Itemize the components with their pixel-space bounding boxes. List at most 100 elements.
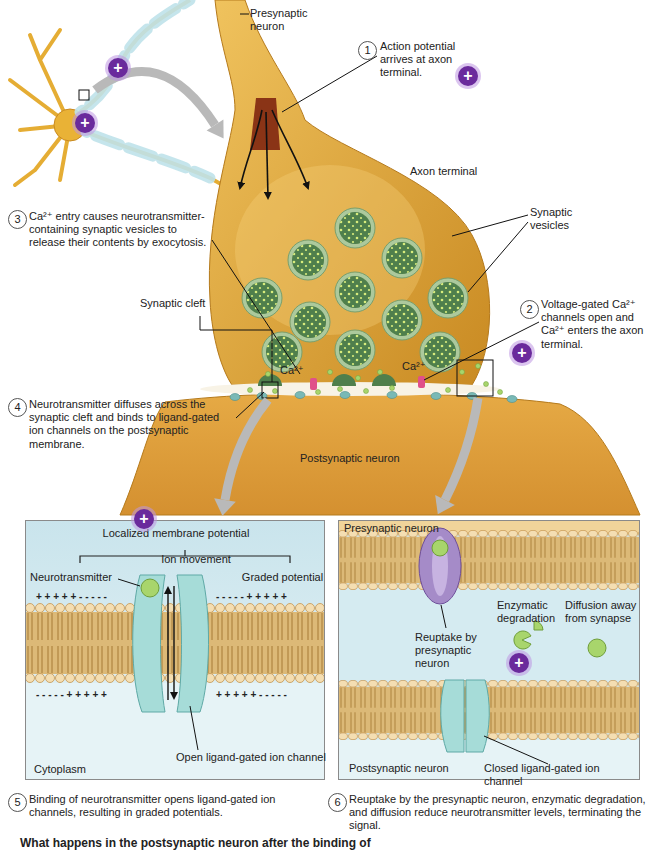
axon-cutaway: [250, 98, 280, 150]
neurotransmitter: [141, 579, 159, 597]
part-label: Reuptake by presynaptic neuron: [415, 631, 487, 671]
callout-text: Action potential arrives at axon termina…: [380, 40, 466, 80]
callout-text: Voltage-gated Ca²⁺ channels open and Ca²…: [541, 298, 649, 351]
cleft-bracket: [200, 316, 272, 344]
part-label: Synaptic vesicles: [530, 206, 590, 232]
part-label: Axon terminal: [410, 165, 500, 178]
calcium-channel: [310, 378, 317, 390]
synaptic-vesicle: [382, 300, 422, 340]
ion-channel-half: [133, 575, 165, 712]
charge-marker: +: [134, 509, 154, 529]
charge-row: - - - - - + + + + +: [36, 689, 107, 701]
neurotransmitter: [356, 376, 361, 381]
part-label: Presynaptic neuron: [344, 522, 464, 535]
zoom-box: [457, 360, 493, 396]
callout-text: Ca²⁺ entry causes neurotransmitter-conta…: [29, 210, 211, 250]
neurotransmitter: [476, 364, 481, 369]
panel-box: Presynaptic neuronReuptake by presynapti…: [338, 520, 640, 780]
leader-line: [236, 392, 264, 418]
neurotransmitter: [266, 372, 271, 377]
neurotransmitter: [432, 540, 448, 556]
ion-label: Ca²⁺: [402, 360, 442, 373]
neurotransmitter: [248, 388, 253, 393]
synaptic-vesicle: [428, 278, 468, 318]
charge-marker: +: [512, 343, 532, 363]
leader-line: [240, 14, 249, 15]
callout-number: 3: [8, 210, 27, 229]
presynaptic-terminal: [209, 0, 489, 385]
zoom-arrowhead: [214, 498, 236, 516]
degraded-neurotransmitter: [514, 631, 531, 649]
leader-line: [441, 605, 446, 628]
receptor: [340, 392, 350, 399]
open-channel-panel-art: [25, 520, 325, 780]
part-label: Presynaptic neuron: [250, 7, 312, 33]
zoom-arrow: [445, 398, 478, 500]
part-label: Enzymatic degradation: [497, 599, 569, 625]
leader-line: [282, 56, 377, 112]
ion-channel-half: [441, 680, 464, 752]
callout-number: 6: [328, 793, 347, 812]
receptor: [507, 396, 517, 403]
charge-marker: +: [75, 113, 95, 133]
receptor: [230, 394, 240, 401]
calcium-channel: [418, 376, 425, 388]
part-label: Ion movement: [156, 553, 236, 566]
neurotransmitter: [390, 386, 395, 391]
zoom-box: [262, 382, 278, 398]
zoom-box: [79, 90, 89, 100]
synaptic-vesicle: [335, 330, 375, 370]
leader-line: [118, 579, 140, 586]
charge-row: + + + + + - - - - -: [216, 689, 287, 701]
callout-text: Binding of neurotransmitter opens ligand…: [29, 793, 321, 819]
neurotransmitter: [364, 389, 369, 394]
zoom-arrow: [95, 71, 215, 125]
leader-lines: [200, 14, 539, 418]
charge-row: + + + + + - - - - -: [36, 591, 107, 603]
neurotransmitter: [498, 390, 503, 395]
leader-line: [272, 344, 273, 382]
callout-number: 5: [8, 793, 27, 812]
synaptic-vesicle: [290, 302, 330, 342]
myelin-sheath: [86, 132, 210, 178]
signal-arrow: [240, 110, 262, 188]
leader-line: [190, 706, 198, 750]
lipid-bilayer: [25, 603, 325, 683]
part-label: Neurotransmitter: [30, 571, 122, 584]
neurotransmitter-group: [248, 364, 503, 395]
zoom-arrowhead: [207, 120, 224, 139]
termination-panel-art: [338, 520, 640, 780]
fusing-vesicle: [258, 374, 396, 386]
ion-label: Ca²⁺: [280, 364, 320, 377]
panel-background: [25, 520, 325, 780]
callout-number: 1: [358, 41, 377, 60]
neurotransmitter: [338, 387, 343, 392]
dendrite: [10, 30, 70, 185]
synaptic-vesicle: [420, 332, 460, 372]
charge-row: - - - - - + + + + +: [216, 591, 287, 603]
part-label: Open ligand-gated ion channel: [176, 751, 326, 764]
charge-marker: +: [108, 58, 128, 78]
signal-arrow: [266, 112, 268, 198]
membrane: [25, 603, 325, 683]
ion-arrow: [167, 588, 168, 700]
synaptic-vesicle: [242, 278, 282, 318]
receptor: [387, 392, 397, 399]
ion-channel-half: [466, 680, 489, 752]
zoom-arrow: [225, 400, 268, 500]
synaptic-vesicle: [335, 208, 375, 248]
part-label: Cytoplasm: [34, 763, 114, 776]
ion-arrow: [173, 586, 174, 698]
leader-line: [484, 736, 548, 764]
panel-box: Localized membrane potentialNeurotransmi…: [25, 520, 325, 780]
part-label: Postsynaptic neuron: [300, 452, 430, 465]
transporter-pore: [432, 536, 448, 596]
synaptic-vesicle: [335, 272, 375, 312]
lipid-bilayer: [338, 530, 640, 590]
reuptake-transporter: [419, 528, 461, 604]
callout-text: Reuptake by the presynaptic neuron, enzy…: [349, 793, 649, 833]
myelin-sheath: [80, 0, 190, 112]
signal-arrow: [272, 110, 308, 188]
neurotransmitter: [484, 382, 489, 387]
